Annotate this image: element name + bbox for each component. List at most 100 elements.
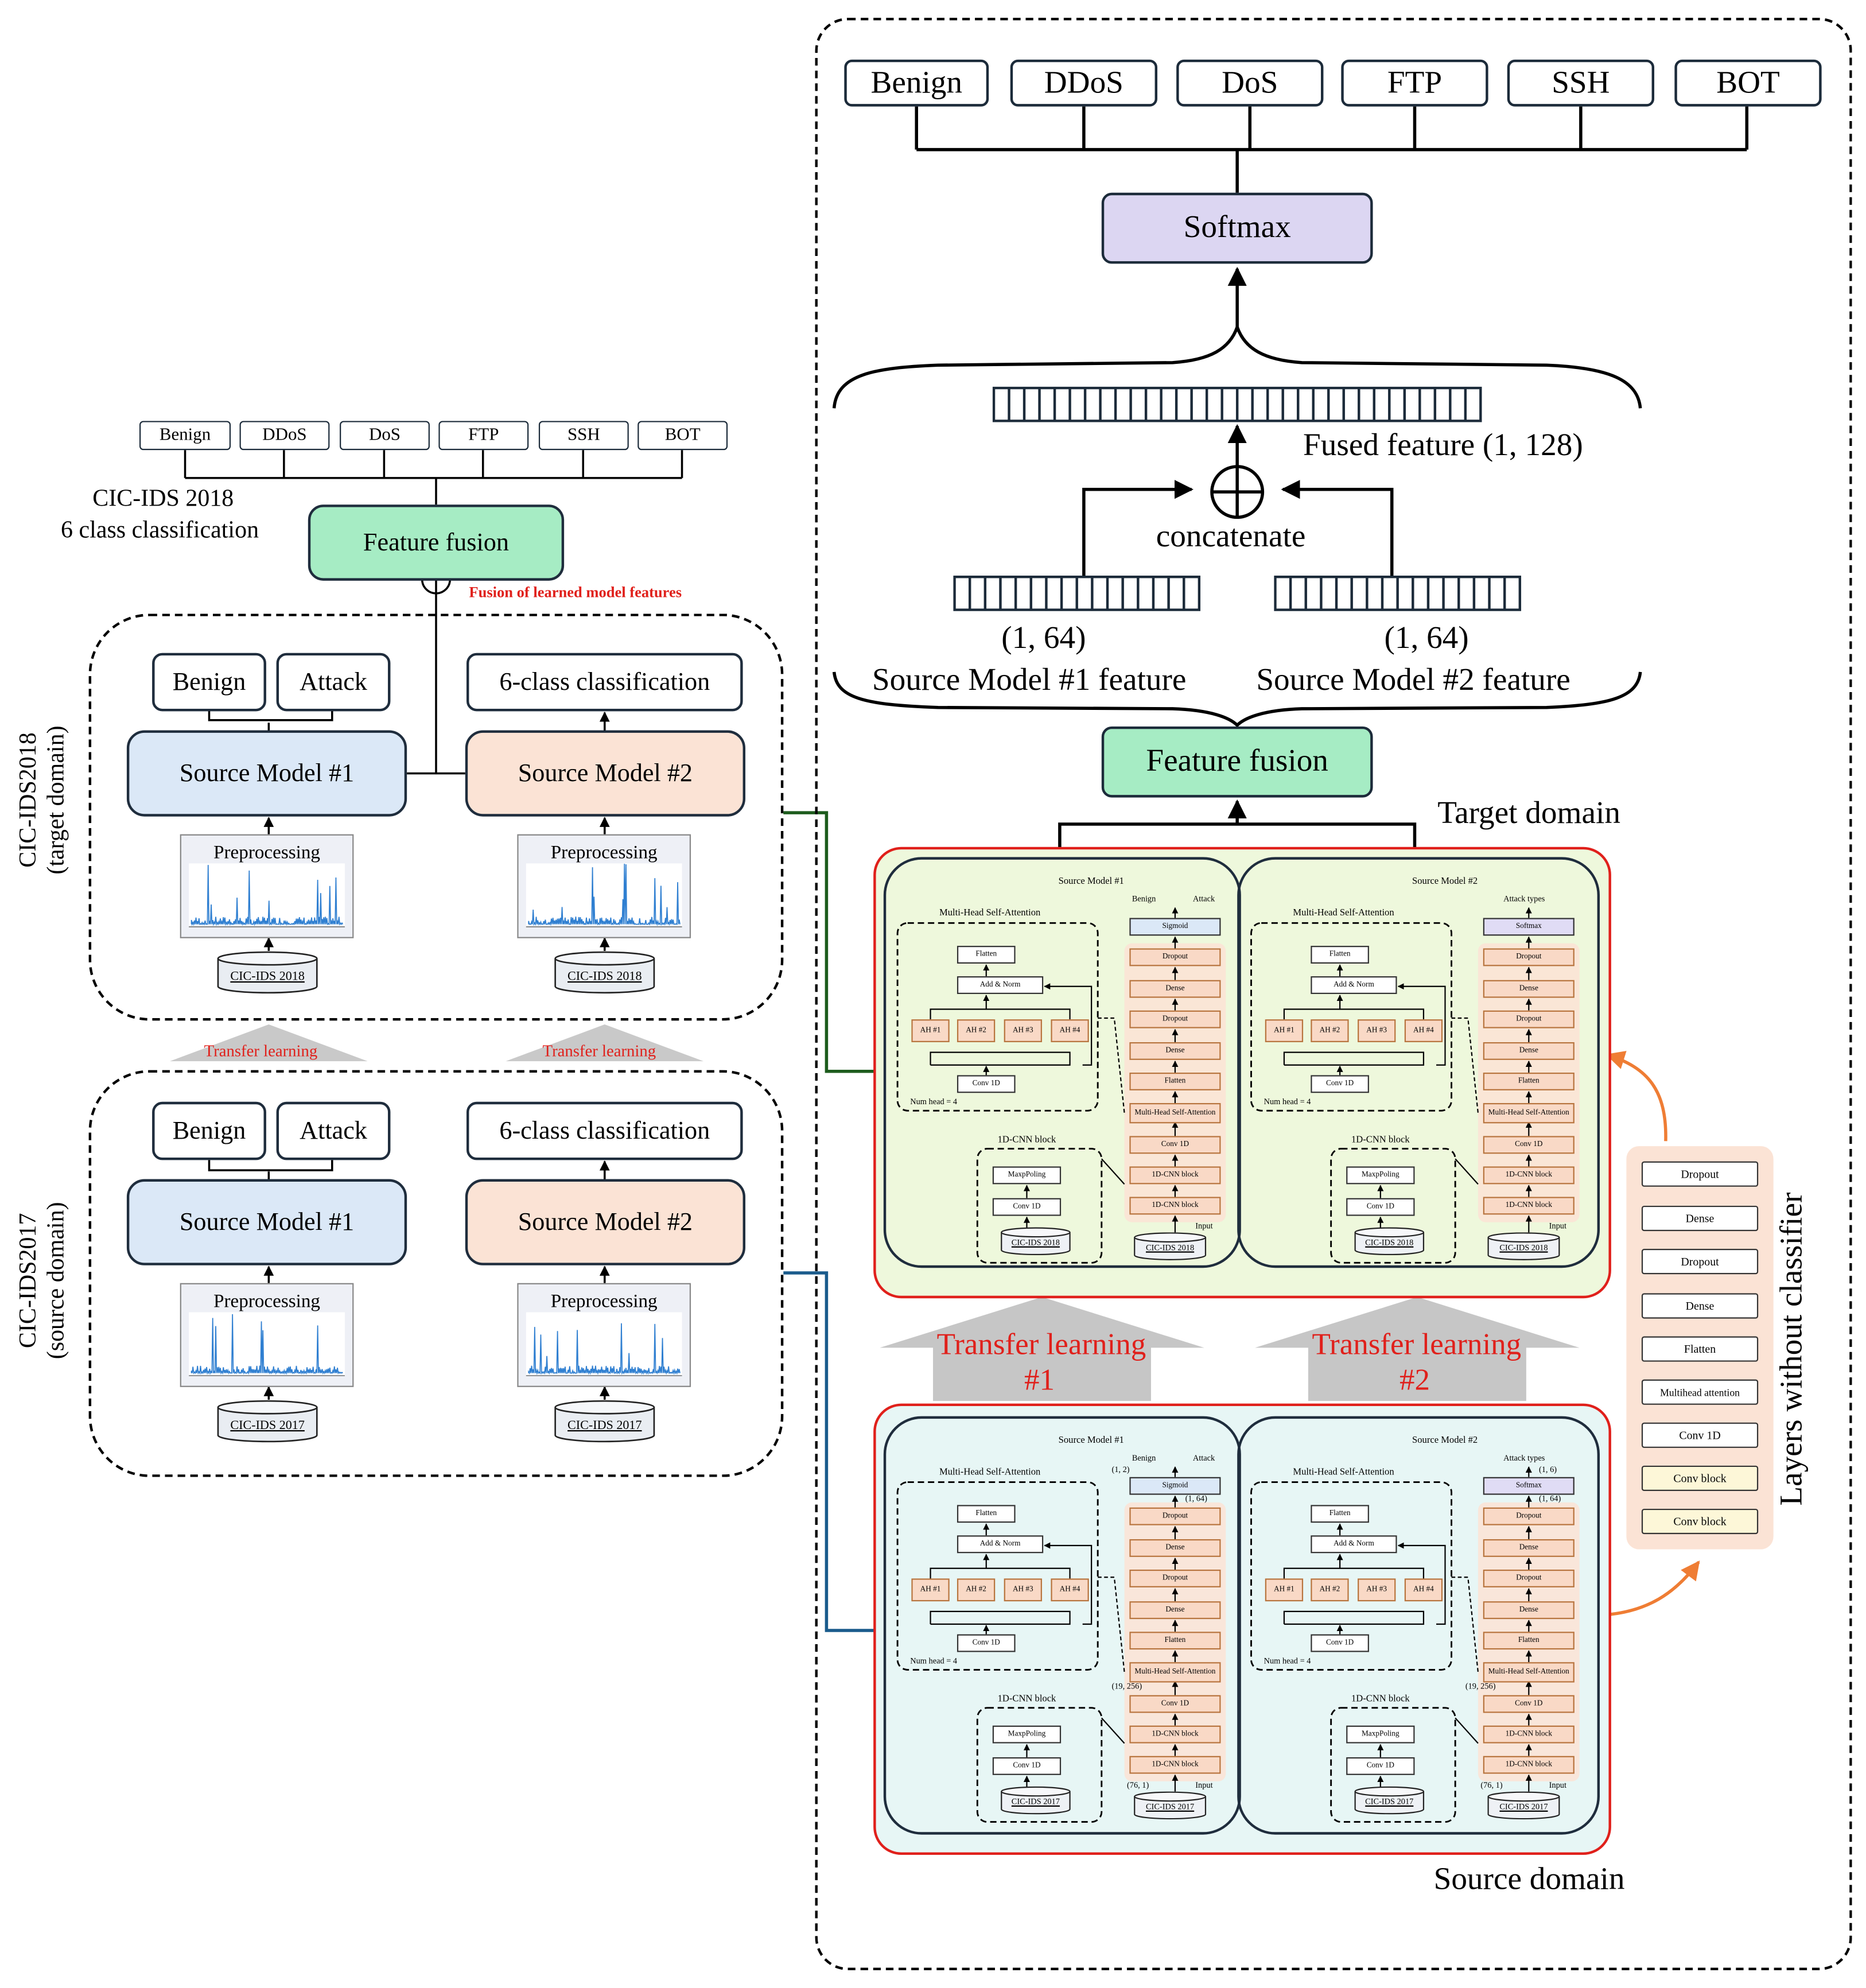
input-label: Input — [1195, 1222, 1213, 1232]
detail-input-database-label: CIC-IDS 2017 — [1145, 1803, 1195, 1812]
detail-model-title: Source Model #1 — [1058, 875, 1124, 887]
attention-head-2: AH #2 — [957, 1019, 996, 1042]
left-class-ssh: SSH — [538, 421, 629, 451]
benign-label: Benign — [1132, 895, 1156, 904]
target-domain-label: Target domain — [1437, 796, 1620, 831]
target-database-2: CIC-IDS 2018 — [554, 951, 655, 994]
detail-input-database-label: CIC-IDS 2017 — [1499, 1803, 1548, 1812]
left-target-side-label: CIC-IDS2018(target domain) — [15, 725, 71, 874]
cnn-block-title: 1D-CNN block — [997, 1133, 1056, 1145]
stack-layer-9: 1D-CNN block — [1129, 1197, 1221, 1215]
stack-layer-7: Conv 1D — [1129, 1695, 1221, 1713]
stack-layer-6: Multi-Head Self-Attention — [1129, 1662, 1221, 1683]
shape-out-label: (1, 2) — [1111, 1465, 1130, 1475]
mhsa-conv1d: Conv 1D — [957, 1634, 1016, 1652]
stack-layer-4: Dense — [1483, 1042, 1575, 1060]
cnn-maxpool: MaxpPoling — [992, 1166, 1062, 1185]
cnn-conv1d: Conv 1D — [1346, 1757, 1415, 1775]
fused-feature-label: Fused feature (1, 128) — [1303, 428, 1583, 463]
heads-bus — [1283, 1567, 1425, 1579]
database-icon — [1001, 1786, 1071, 1815]
source-preprocessing-1-label: Preprocessing — [213, 1292, 320, 1313]
left-source-domain-panel — [88, 1070, 784, 1477]
layer-dense-2: Dense — [1641, 1293, 1759, 1319]
stack-layer-8: 1D-CNN block — [1129, 1166, 1221, 1185]
heads-bus — [930, 1008, 1071, 1020]
residual-link — [1044, 983, 1093, 1066]
input-label: Input — [1549, 1781, 1566, 1791]
attention-head-4: AH #4 — [1051, 1019, 1089, 1042]
target-source-model-2: Source Model #2 — [465, 730, 746, 817]
attack-types-label: Attack types — [1503, 1454, 1545, 1463]
left-target-domain-panel — [88, 614, 784, 1021]
cnn-maxpool: MaxpPoling — [992, 1725, 1062, 1744]
transfer-learning-2-number: #2 — [1399, 1364, 1430, 1397]
detail-database-input: CIC-IDS 2017 — [1133, 1791, 1207, 1820]
layers-without-classifier-panel: Dropout Dense Dropout Dense Flatten Mult… — [1626, 1146, 1774, 1550]
attention-head-3: AH #3 — [1358, 1578, 1396, 1602]
source-source-model-1: Source Model #1 — [126, 1179, 407, 1265]
cnn-group — [1330, 1148, 1456, 1264]
spike-plot — [526, 863, 682, 927]
left-class-ftp: FTP — [438, 421, 529, 451]
cnn-group — [1330, 1707, 1456, 1823]
plot-area — [526, 1312, 682, 1376]
stack-layer-8: 1D-CNN block — [1483, 1725, 1575, 1744]
cnn-conv1d: Conv 1D — [992, 1198, 1062, 1216]
spike-series — [191, 1314, 343, 1375]
shape-attn-label: (19, 256) — [1465, 1682, 1496, 1692]
source2-shape-label: (1, 64) — [1384, 621, 1469, 656]
mhsa-flatten: Flatten — [1311, 946, 1369, 964]
stack-layer-1: Dropout — [1483, 948, 1575, 966]
stack-layer-6: Multi-Head Self-Attention — [1129, 1103, 1221, 1124]
database-icon — [1487, 1232, 1560, 1260]
detail-model-title: Source Model #2 — [1412, 875, 1478, 887]
target-source-model-1: Source Model #1 — [126, 730, 407, 817]
left-transfer-learning-2: Transfer learning — [542, 1040, 656, 1060]
layer-conv-block-1: Conv block — [1641, 1465, 1759, 1492]
shape-input-label: (76, 1) — [1480, 1781, 1503, 1791]
database-icon — [1001, 1227, 1071, 1256]
target-preprocessing-2: Preprocessing — [517, 834, 691, 938]
right-class-ftp: FTP — [1341, 59, 1488, 107]
stack-layer-3: Dropout — [1129, 1010, 1221, 1028]
source-database-1: CIC-IDS 2017 — [217, 1400, 318, 1443]
target-preprocessing-1-label: Preprocessing — [213, 843, 320, 864]
source-database-1-label: CIC-IDS 2017 — [230, 1419, 305, 1433]
stack-layer-1: Dropout — [1483, 1507, 1575, 1525]
database-icon — [1134, 1232, 1207, 1260]
residual-link — [1044, 1542, 1093, 1625]
stack-layer-3: Dropout — [1129, 1569, 1221, 1587]
attention-head-1: AH #1 — [1265, 1019, 1304, 1042]
target-database-2-label: CIC-IDS 2018 — [567, 970, 642, 984]
database-icon — [554, 1400, 655, 1443]
database-icon — [1354, 1227, 1425, 1256]
detail-mhsa-title: Multi-Head Self-Attention — [939, 906, 1041, 918]
mhsa-zoom-link — [1451, 1577, 1479, 1673]
layers-without-classifier-title: Layers without classifier — [1774, 1192, 1809, 1506]
spike-series — [528, 864, 681, 927]
cnn-group — [976, 1707, 1103, 1823]
target-side-label-2: (target domain) — [43, 725, 70, 875]
attention-head-2: AH #2 — [1311, 1578, 1349, 1602]
stack-layer-2: Dense — [1129, 980, 1221, 998]
mhsa-add-norm: Add & Norm — [957, 1535, 1044, 1554]
source2-feature-vector — [1274, 575, 1522, 611]
layer-multihead-attention: Multihead attention — [1641, 1379, 1759, 1405]
stack-layer-8: 1D-CNN block — [1483, 1166, 1575, 1185]
attention-head-3: AH #3 — [1004, 1578, 1042, 1602]
target-benign-box: Benign — [152, 653, 266, 712]
detail-mhsa-title: Multi-Head Self-Attention — [939, 1465, 1041, 1477]
stack-layer-2: Dense — [1483, 980, 1575, 998]
heads-bus — [1283, 1008, 1425, 1020]
attention-head-1: AH #1 — [1265, 1578, 1304, 1602]
spike-series — [191, 865, 344, 926]
attention-head-3: AH #3 — [1004, 1019, 1042, 1042]
stack-layer-1: Dropout — [1129, 1507, 1221, 1525]
layer-dense-1: Dense — [1641, 1205, 1759, 1232]
left-feature-fusion: Feature fusion — [308, 504, 565, 581]
layer-conv-block-2: Conv block — [1641, 1508, 1759, 1535]
